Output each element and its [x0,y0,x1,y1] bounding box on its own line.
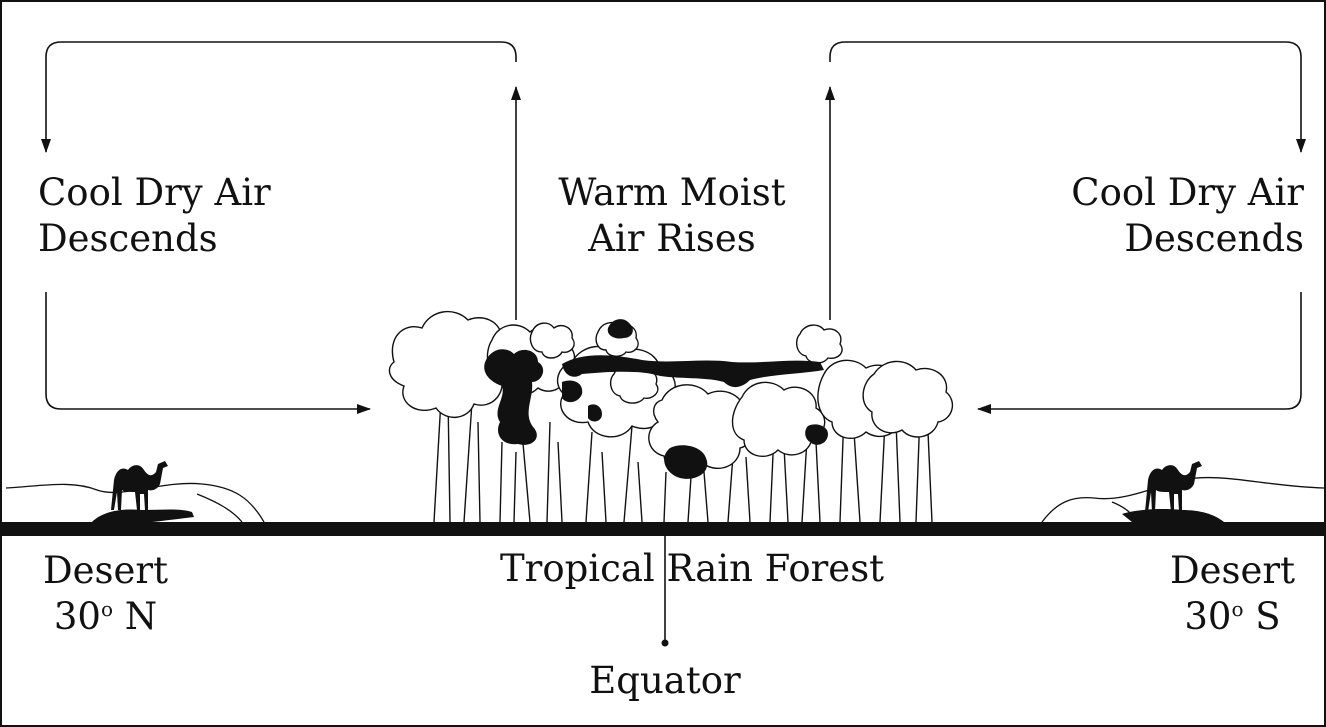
equator-name: Equator [589,659,741,702]
rising-air-label: Warm Moist Air Rises [522,170,822,262]
right-descending-air-label: Cool Dry Air Descends [1071,170,1304,262]
rain-forest-illustration [388,310,954,523]
right-cell-top-arrow [829,41,1306,153]
left-cell-bottom-arrow [45,292,371,414]
right-air-line-2: Descends [1124,217,1304,260]
right-desert-latitude: 30o S [1184,595,1281,638]
left-camel-icon [92,461,194,522]
left-desert-label: Desert 30o N [38,548,173,640]
center-air-line-2: Air Rises [588,217,756,260]
right-desert-label: Desert 30o S [1165,548,1300,640]
equator-pointer-dot [661,639,669,647]
tropical-rain-forest-label: Tropical Rain Forest [492,546,892,592]
right-cell-bottom-arrow [977,292,1302,414]
left-air-line-2: Descends [38,217,218,260]
right-camel-icon [1122,461,1224,522]
left-cell-top-arrow [41,41,517,153]
forest-name: Tropical Rain Forest [499,547,885,590]
left-descending-air-label: Cool Dry Air Descends [38,170,271,262]
left-desert-name: Desert [42,549,168,592]
right-air-line-1: Cool Dry Air [1071,171,1304,214]
left-air-line-1: Cool Dry Air [38,171,271,214]
equator-label: Equator [565,658,765,704]
right-desert-name: Desert [1169,549,1295,592]
left-desert-latitude: 30o N [53,595,158,638]
center-air-line-1: Warm Moist [558,171,786,214]
ground-line [2,522,1324,536]
